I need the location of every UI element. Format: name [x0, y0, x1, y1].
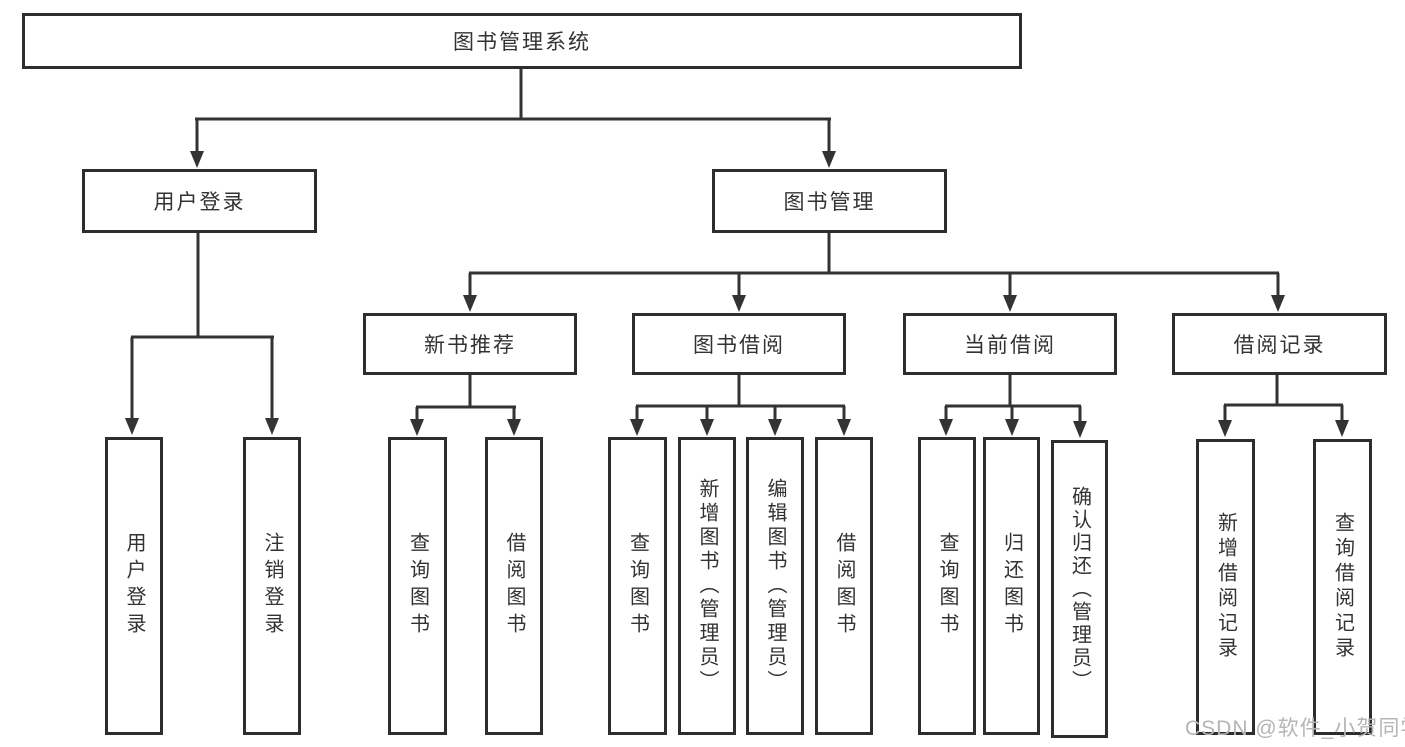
arrow-down-icon	[732, 295, 746, 312]
leaf-logout-login: 注销登录	[243, 437, 301, 735]
arrow-down-icon	[1073, 421, 1087, 438]
arrow-down-icon	[1271, 295, 1285, 312]
arrow-down-icon	[410, 419, 424, 436]
arrow-down-icon	[463, 295, 477, 312]
leaf-borrow-books-2: 借阅图书	[815, 437, 873, 735]
leaf-borrow-books-1: 借阅图书	[485, 437, 543, 735]
leaf-query-books-1: 查询图书	[388, 437, 447, 735]
node-new-book-recommend: 新书推荐	[363, 313, 577, 375]
connector-root	[190, 69, 836, 168]
arrow-down-icon	[507, 419, 521, 436]
arrow-down-icon	[1005, 419, 1019, 436]
connector-user-login	[125, 233, 279, 435]
arrow-down-icon	[125, 418, 139, 435]
connector-borrow-records	[1218, 375, 1349, 437]
node-borrow-records: 借阅记录	[1172, 313, 1387, 375]
arrow-down-icon	[265, 418, 279, 435]
leaf-user-login: 用户登录	[105, 437, 163, 735]
leaf-query-books-2: 查询图书	[608, 437, 667, 735]
arrow-down-icon	[822, 151, 836, 168]
arrow-down-icon	[630, 419, 644, 436]
connector-new-book-recommend	[410, 375, 521, 436]
leaf-query-books-3: 查询图书	[918, 437, 976, 735]
node-library-system: 图书管理系统	[22, 13, 1022, 69]
leaf-return-books: 归还图书	[983, 437, 1040, 735]
arrow-down-icon	[700, 419, 714, 436]
csdn-watermark: CSDN @软件_小贺同学	[1185, 717, 1405, 740]
leaf-add-borrow-record: 新增借阅记录	[1196, 439, 1255, 735]
arrow-down-icon	[837, 419, 851, 436]
node-book-borrow: 图书借阅	[632, 313, 846, 375]
node-user-login: 用户登录	[82, 169, 317, 233]
arrow-down-icon	[1218, 420, 1232, 437]
connector-current-borrow	[939, 375, 1087, 438]
leaf-confirm-return-admin: 确认归还（管理员）	[1051, 440, 1108, 738]
node-book-management: 图书管理	[712, 169, 947, 233]
arrow-down-icon	[1003, 295, 1017, 312]
arrow-down-icon	[939, 419, 953, 436]
arrow-down-icon	[190, 151, 204, 168]
connector-book-management	[463, 233, 1285, 312]
node-current-borrow: 当前借阅	[903, 313, 1117, 375]
arrow-down-icon	[768, 419, 782, 436]
connector-book-borrow	[630, 375, 851, 436]
leaf-add-books-admin: 新增图书（管理员）	[678, 437, 736, 735]
leaf-query-borrow-record: 查询借阅记录	[1313, 439, 1372, 735]
arrow-down-icon	[1335, 420, 1349, 437]
leaf-edit-books-admin: 编辑图书（管理员）	[746, 437, 804, 735]
